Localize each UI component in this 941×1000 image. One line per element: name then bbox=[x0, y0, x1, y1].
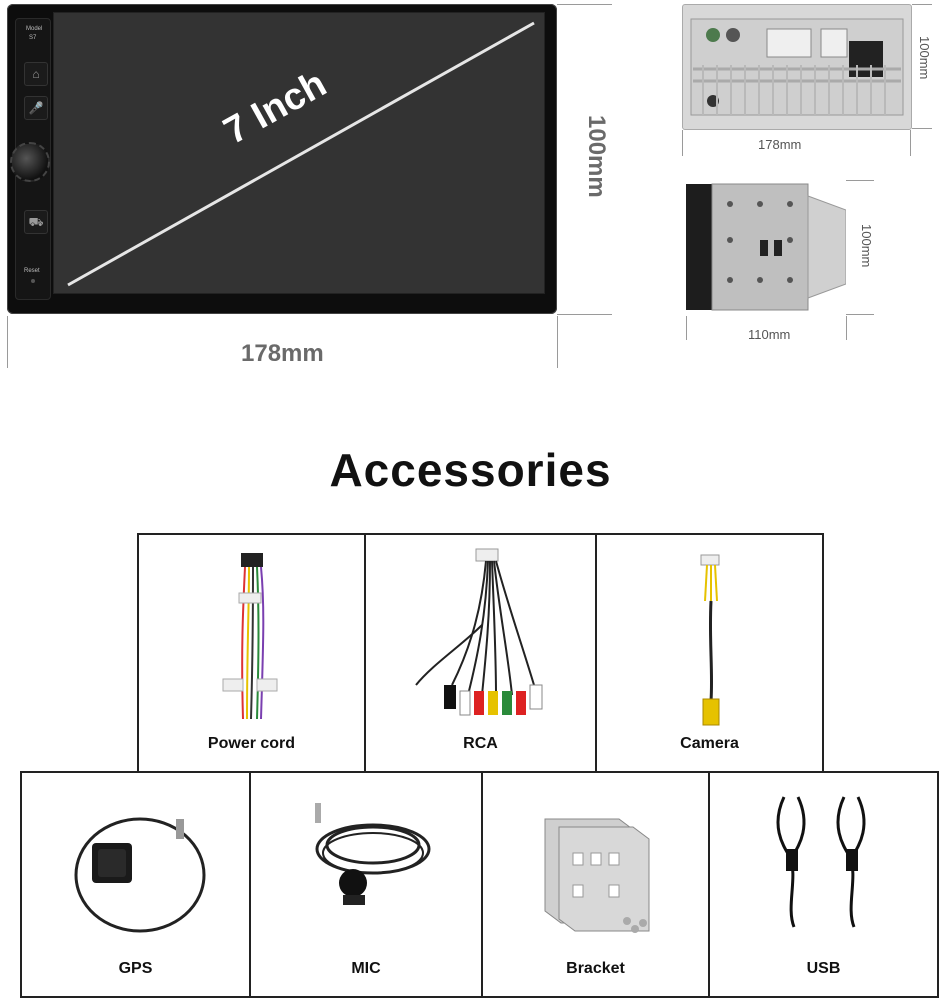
back-height-label: 100mm bbox=[917, 36, 932, 80]
accessory-bracket: Bracket bbox=[481, 771, 710, 998]
display-screen bbox=[53, 12, 545, 294]
accessory-usb: USB bbox=[708, 771, 939, 998]
power-cord-icon bbox=[222, 553, 278, 720]
head-unit: Model S7 ⌂ 🎤 ⛟ Reset 7 Inch bbox=[7, 4, 557, 314]
main-height-label: 100mm bbox=[583, 115, 610, 198]
home-icon[interactable]: ⌂ bbox=[24, 62, 48, 86]
usb-cable-icon bbox=[776, 796, 866, 928]
side-width-label: 110mm bbox=[748, 327, 791, 342]
mounting-bracket-icon bbox=[544, 818, 650, 933]
gps-antenna-icon bbox=[74, 817, 206, 933]
side-height-label: 100mm bbox=[859, 224, 874, 268]
accessory-camera: Camera bbox=[595, 533, 824, 773]
back-width-label: 178mm bbox=[758, 137, 802, 152]
accessory-label: Power cord bbox=[207, 735, 296, 752]
accessory-label: Bracket bbox=[566, 960, 625, 977]
accessory-label: Camera bbox=[680, 735, 739, 752]
accessory-mic: MIC bbox=[249, 771, 483, 998]
main-width-label: 178mm bbox=[241, 340, 324, 367]
rca-cable-icon bbox=[415, 548, 543, 716]
reset-button[interactable] bbox=[31, 279, 35, 283]
model-value: S7 bbox=[29, 35, 37, 41]
back-view-image bbox=[682, 4, 912, 130]
car-icon[interactable]: ⛟ bbox=[24, 210, 48, 234]
camera-cable-icon bbox=[700, 554, 720, 726]
accessory-label: MIC bbox=[351, 960, 381, 977]
microphone-icon[interactable]: 🎤 bbox=[24, 96, 48, 120]
microphone-icon bbox=[315, 803, 431, 905]
accessory-power-cord: Power cord bbox=[137, 533, 366, 773]
accessories-heading: Accessories bbox=[329, 444, 612, 496]
accessory-label: USB bbox=[806, 960, 841, 977]
reset-label: Reset bbox=[24, 268, 40, 274]
accessory-label: GPS bbox=[118, 960, 153, 977]
model-label: Model bbox=[26, 26, 43, 32]
side-view-image bbox=[686, 180, 846, 314]
accessory-gps: GPS bbox=[20, 771, 251, 998]
volume-knob[interactable] bbox=[10, 142, 50, 182]
accessory-label: RCA bbox=[463, 735, 498, 752]
accessory-rca: RCA bbox=[364, 533, 597, 773]
